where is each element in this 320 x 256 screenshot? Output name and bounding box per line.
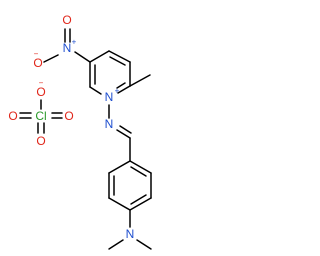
- bond-c2-n1-inner: [116, 82, 126, 89]
- charge-nitro-o-minus: −: [34, 50, 39, 59]
- atom-chlorine: Cl: [35, 109, 46, 123]
- atom-nitro-o-double: O: [62, 13, 71, 27]
- atom-imine-n: N: [105, 117, 114, 131]
- bond-c2-n1: [117, 85, 131, 94]
- bond-imine-n-ch-b: [119, 125, 132, 134]
- atom-perchlorate-o-top: O: [36, 85, 45, 99]
- bond-imine-n-ch-a: [116, 129, 131, 139]
- atom-perchlorate-o-right: O: [64, 109, 73, 123]
- atom-perchlorate-o-bottom: O: [36, 134, 45, 148]
- structure-svg: N + O O − N + N N Cl O − O O O: [8, 13, 152, 250]
- bond-c4-c3: [108, 50, 131, 63]
- atom-ring-n: N: [105, 90, 114, 104]
- bond-c4-c3-inner: [109, 56, 126, 66]
- bond-amine-n-methyl-left: [108, 239, 124, 250]
- atom-nitro-n: N: [63, 41, 72, 55]
- bond-b1-b2: [129, 160, 152, 174]
- charge-perchlorate-o-minus: −: [39, 79, 44, 88]
- benzene-ring: [108, 160, 152, 211]
- charge-nitro-n-plus: +: [72, 38, 77, 47]
- bond-c2-methyl: [129, 74, 151, 87]
- charge-ring-n-plus: +: [115, 87, 120, 96]
- bond-amine-n-methyl-right: [136, 239, 152, 250]
- bond-c5-c4: [89, 50, 110, 63]
- atom-nitro-o-minus: O: [33, 56, 42, 70]
- bond-b4-b5: [108, 197, 131, 211]
- atom-perchlorate-o-left: O: [8, 109, 17, 123]
- bond-n1-c6: [89, 86, 102, 95]
- bond-b3-b4: [129, 197, 152, 211]
- pyridinium-ring: [89, 50, 131, 95]
- bond-b6-b1: [108, 160, 131, 174]
- bond-c5-nitro-n: [74, 51, 91, 63]
- perchlorate-ion: [19, 99, 63, 134]
- bond-nitro-n-o-minus: [43, 54, 59, 63]
- bond-b1-b2-inner: [130, 166, 147, 177]
- bond-b3-b4-inner: [130, 194, 147, 205]
- chemical-structure-diagram: N + O O − N + N N Cl O − O O O: [8, 13, 152, 250]
- atom-amine-n: N: [126, 227, 135, 241]
